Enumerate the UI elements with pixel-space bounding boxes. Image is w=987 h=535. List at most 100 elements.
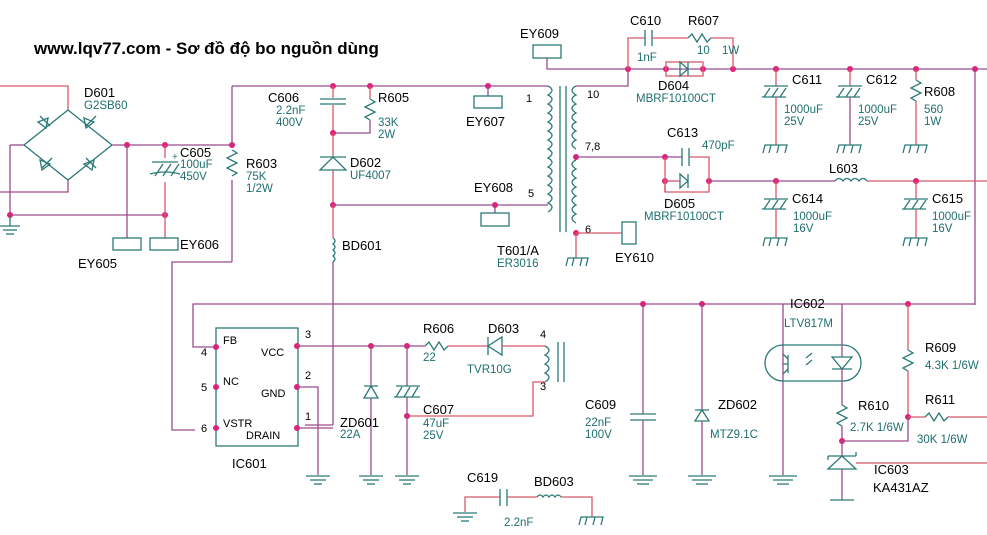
ic601-pin-2: 2	[305, 370, 311, 382]
d605-value: MBRF10100CT	[644, 211, 724, 223]
ic601-pin-gnd: GND	[261, 388, 286, 400]
resistor-r608	[909, 79, 923, 102]
c606-rating: 400V	[276, 117, 303, 129]
shunt-regulator-ic603	[826, 452, 858, 470]
t601-value: ER3016	[497, 258, 539, 270]
r608-rating: 1W	[924, 116, 941, 128]
ey609-ref: EY609	[520, 26, 559, 41]
d604-value: MBRF10100CT	[636, 93, 716, 105]
c605-ref: C605	[180, 145, 211, 160]
bd601-ref: BD601	[342, 238, 382, 253]
ic602-value: LTV817M	[784, 318, 833, 330]
r607-rating: 1W	[722, 45, 739, 57]
c607-ref: C607	[423, 402, 454, 417]
resistor-r610	[835, 404, 849, 427]
r603-value: 75K	[246, 171, 267, 183]
r608-value: 560	[924, 104, 943, 116]
chassis-ground-icon	[762, 237, 788, 247]
zener-zd601	[362, 384, 380, 399]
inductor-l603	[834, 177, 868, 183]
resistor-r605	[363, 98, 377, 121]
r611-value: 30K 1/6W	[917, 434, 968, 446]
d602-ref: D602	[350, 155, 381, 170]
ic603-value: KA431AZ	[873, 480, 929, 495]
ground-icon	[688, 475, 716, 485]
diode-icon	[39, 157, 53, 172]
chassis-ground-icon	[565, 257, 589, 267]
resistor-r603	[225, 149, 239, 177]
ic601-ref: IC601	[232, 456, 267, 471]
ferrite-bd601	[331, 237, 336, 263]
t601-pin-6: 6	[585, 224, 591, 236]
resistor-r611	[924, 411, 949, 423]
d601-ref: D601	[84, 85, 115, 100]
c605-value: 100uF	[180, 159, 213, 171]
d604-ref: D604	[658, 78, 689, 93]
ic601-pin-vstr: VSTR	[223, 418, 252, 430]
ground-icon	[0, 215, 20, 235]
svg-text:+: +	[172, 152, 178, 163]
c605-rating: 450V	[180, 171, 207, 183]
c609-ref: C609	[585, 397, 616, 412]
t601-pin-4: 4	[540, 329, 546, 341]
c611-value: 1000uF	[784, 104, 823, 116]
ground-icon	[453, 512, 477, 522]
ey606-ref: EY606	[180, 237, 219, 252]
ey608-pad	[480, 212, 510, 227]
d603-value: TVR10G	[467, 364, 512, 376]
chassis-ground-icon	[762, 144, 788, 154]
resistor-r606	[424, 340, 449, 352]
c612-ref: C612	[866, 72, 897, 87]
zd601-value: 22A	[340, 429, 361, 441]
capacitor-c612	[836, 69, 862, 145]
diode-d604	[665, 60, 704, 78]
page-title: www.lqv77.com - Sơ đồ độ bo nguồn dùng	[33, 39, 379, 58]
c610-value: 1nF	[637, 52, 657, 64]
resistor-r607	[687, 32, 712, 44]
r607-value: 10	[697, 45, 710, 57]
t601-pin-3: 3	[540, 381, 546, 393]
zener-zd602	[693, 408, 711, 422]
c615-value: 1000uF	[932, 211, 971, 223]
c610-ref: C610	[630, 13, 661, 28]
c619-ref: C619	[467, 470, 498, 485]
ey605-ref: EY605	[78, 256, 117, 271]
transformer-t601	[546, 85, 578, 232]
ey607-pad	[473, 95, 503, 109]
ey607-ref: EY607	[466, 114, 505, 129]
ic601-pin-1: 1	[305, 411, 311, 423]
ic602-ref: IC602	[790, 296, 825, 311]
d605-ref: D605	[664, 196, 695, 211]
t601-pin-7-8: 7,8	[585, 141, 600, 153]
ey608-ref: EY608	[474, 180, 513, 195]
c606-value: 2.2nF	[276, 105, 305, 117]
r605-value: 33K	[378, 117, 399, 129]
ic601-pin-6: 6	[201, 423, 207, 435]
t601-pin-5: 5	[528, 188, 534, 200]
ic601-pin-drain: DRAIN	[246, 430, 280, 442]
r610-value: 2.7K 1/6W	[850, 422, 904, 434]
c614-ref: C614	[792, 191, 823, 206]
d603-ref: D603	[488, 321, 519, 336]
ic603-ref: IC603	[874, 462, 909, 477]
diode-icon	[36, 115, 51, 130]
r606-value: 22	[423, 352, 436, 364]
resistor-r609	[901, 349, 915, 372]
c606-ref: C606	[268, 90, 299, 105]
c607-value: 47uF	[423, 418, 449, 430]
r605-ref: R605	[378, 90, 409, 105]
ic601-pin-nc: NC	[223, 376, 239, 388]
ic601-pin-5: 5	[201, 382, 207, 394]
c615-ref: C615	[932, 191, 963, 206]
r609-ref: R609	[925, 340, 956, 355]
ground-icon	[306, 475, 330, 485]
r607-ref: R607	[688, 13, 719, 28]
ic601-pin-fb: FB	[223, 335, 237, 347]
diode-d602	[318, 156, 348, 171]
t601-pin-10: 10	[587, 89, 599, 101]
ground-icon	[629, 475, 657, 485]
t601-ref: T601/A	[497, 243, 539, 258]
chassis-ground-icon	[836, 144, 862, 154]
bd603-ref: BD603	[534, 474, 574, 489]
optocoupler-ic602	[764, 344, 862, 382]
